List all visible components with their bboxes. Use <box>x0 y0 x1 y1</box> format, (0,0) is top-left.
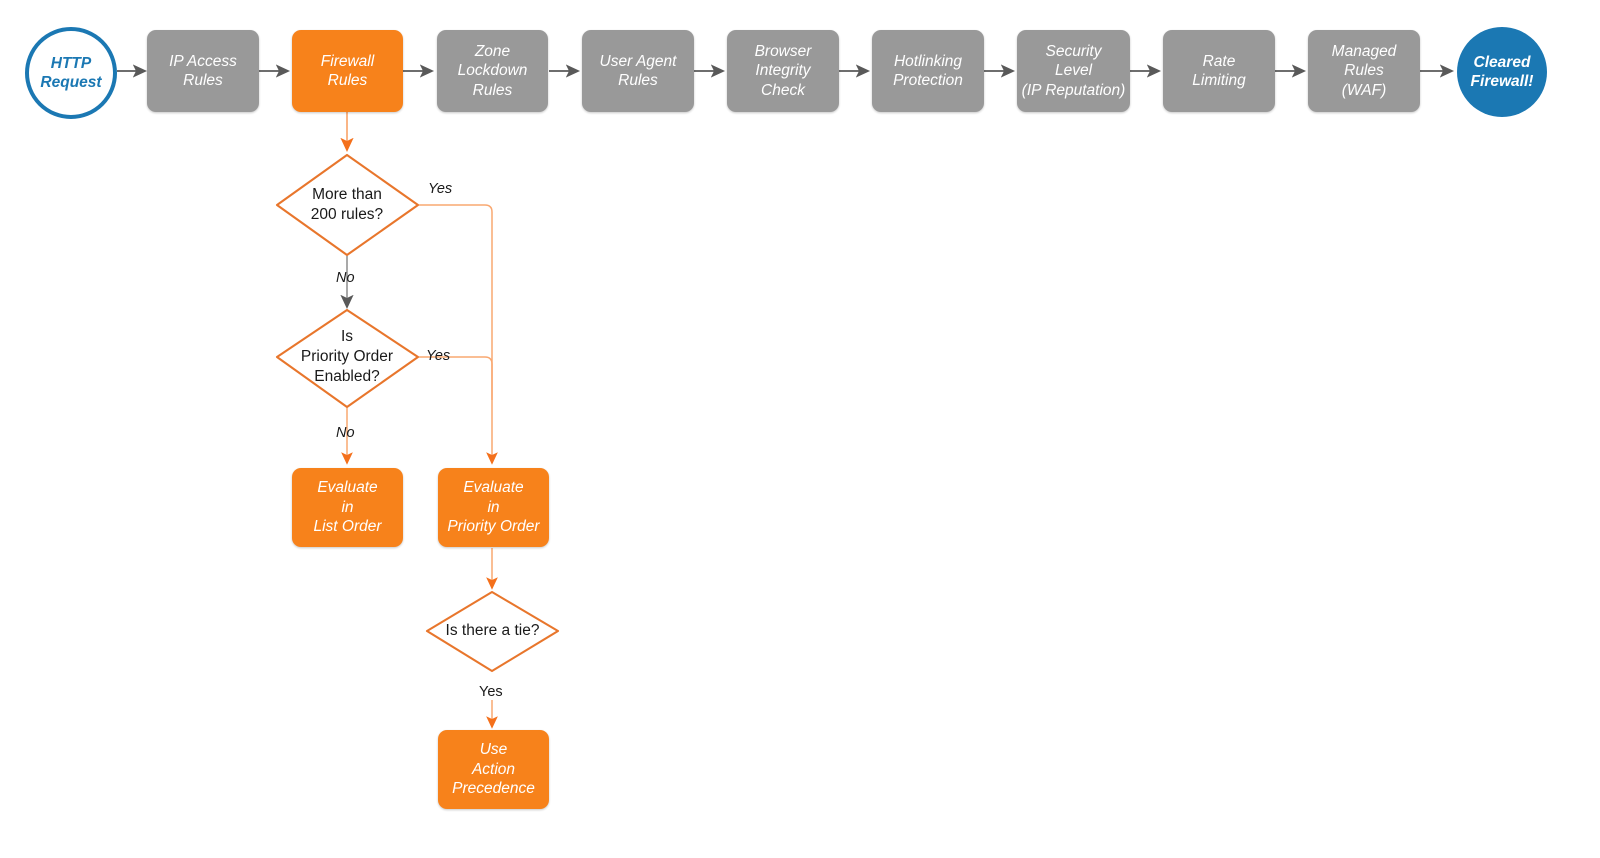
node-http-request[interactable]: HTTP Request <box>25 27 117 119</box>
edge-label-rules-yes: Yes <box>428 181 453 197</box>
node-evaluate-list-order[interactable]: Evaluate in List Order <box>292 468 403 547</box>
node-hotlinking-protection-label: Hotlinking Protection <box>893 52 963 89</box>
edge-label-priority-no: No <box>336 425 355 441</box>
node-cleared-firewall[interactable]: Cleared Firewall! <box>1457 27 1547 117</box>
node-user-agent-rules[interactable]: User Agent Rules <box>582 30 694 112</box>
decision-priority-order-enabled-shape <box>275 308 420 409</box>
node-http-request-label: HTTP Request <box>40 54 102 91</box>
node-cleared-firewall-label: Cleared Firewall! <box>1470 53 1534 90</box>
edge-decision1-yes <box>419 204 498 465</box>
node-browser-integrity-check-label: Browser Integrity Check <box>754 42 812 99</box>
node-rate-limiting-label: Rate Limiting <box>1192 52 1246 89</box>
edge-label-priority-yes: Yes <box>426 348 451 364</box>
node-rate-limiting[interactable]: Rate Limiting <box>1163 30 1275 112</box>
node-ip-access-rules-label: IP Access Rules <box>169 52 237 89</box>
node-evaluate-priority-order-label: Evaluate in Priority Order <box>447 479 540 536</box>
node-evaluate-list-order-label: Evaluate in List Order <box>313 479 382 536</box>
node-security-level[interactable]: Security Level (IP Reputation) <box>1017 30 1130 112</box>
node-security-level-label: Security Level (IP Reputation) <box>1021 42 1126 99</box>
node-use-action-precedence[interactable]: Use Action Precedence <box>438 730 549 809</box>
node-zone-lockdown-rules-label: Zone Lockdown Rules <box>457 42 528 99</box>
decision-is-there-a-tie-shape <box>425 590 560 673</box>
node-use-action-precedence-label: Use Action Precedence <box>452 741 535 798</box>
edge-label-tie-yes: Yes <box>479 684 503 700</box>
node-zone-lockdown-rules[interactable]: Zone Lockdown Rules <box>437 30 548 112</box>
node-hotlinking-protection[interactable]: Hotlinking Protection <box>872 30 984 112</box>
decision-more-than-200-rules-shape <box>275 153 420 257</box>
node-firewall-rules[interactable]: Firewall Rules <box>292 30 403 112</box>
node-managed-rules-waf-label: Managed Rules (WAF) <box>1331 42 1397 99</box>
edge-decision2-yes <box>419 356 493 400</box>
node-firewall-rules-label: Firewall Rules <box>320 52 375 89</box>
node-user-agent-rules-label: User Agent Rules <box>599 52 677 89</box>
node-managed-rules-waf[interactable]: Managed Rules (WAF) <box>1308 30 1420 112</box>
node-browser-integrity-check[interactable]: Browser Integrity Check <box>727 30 839 112</box>
edge-label-rules-no: No <box>336 270 355 286</box>
node-ip-access-rules[interactable]: IP Access Rules <box>147 30 259 112</box>
node-evaluate-priority-order[interactable]: Evaluate in Priority Order <box>438 468 549 547</box>
